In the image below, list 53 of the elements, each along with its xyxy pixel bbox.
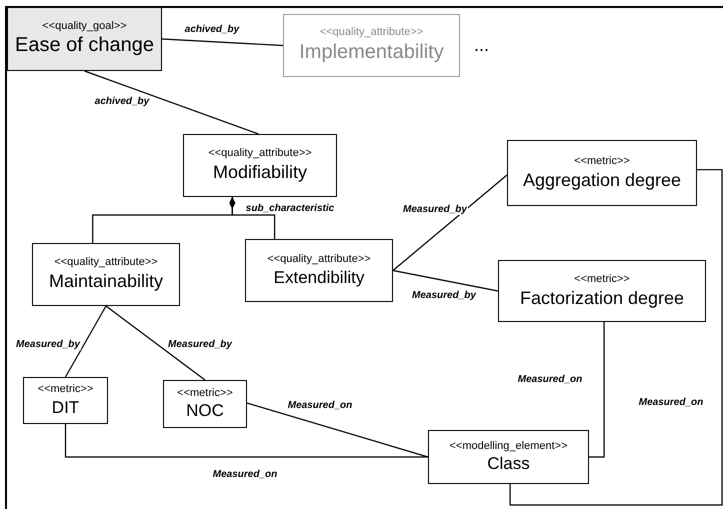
edge-label: Measured_by xyxy=(167,340,233,350)
edge-label: sub_characteristic xyxy=(244,204,336,214)
connector-line xyxy=(162,38,284,46)
class-box xyxy=(163,380,247,428)
class-box xyxy=(23,377,108,424)
connector-line xyxy=(392,270,498,292)
edge-label: Measured_by xyxy=(402,205,468,215)
class-box xyxy=(507,140,697,206)
class-name: Maintainability xyxy=(48,270,164,293)
class-name: Factorization degree xyxy=(520,286,684,310)
stereotype-text: <<quality_goal>> xyxy=(42,20,127,34)
class-name: Ease of change xyxy=(15,33,154,58)
stereotype-text: <<metric>> xyxy=(574,154,630,169)
stereotype-text: <<quality_attribute>> xyxy=(54,256,158,270)
connector-line xyxy=(64,424,428,458)
edge-label: achived_by xyxy=(94,97,150,107)
connector-line xyxy=(589,322,605,458)
class-box xyxy=(428,430,589,484)
class-name: Class xyxy=(487,453,530,474)
class-name: NOC xyxy=(186,400,224,422)
class-box xyxy=(498,260,706,322)
stereotype-text: <<metric>> xyxy=(38,383,94,397)
class-box xyxy=(32,243,180,306)
class-box xyxy=(183,134,337,197)
connector-line xyxy=(246,402,428,458)
edge-label: Measured_on xyxy=(212,470,278,480)
edge-label: Measured_on xyxy=(286,401,354,411)
edge-label: Measured_by xyxy=(15,340,81,350)
connector-line xyxy=(84,70,259,135)
connector-line xyxy=(392,174,508,271)
connector-line xyxy=(106,306,206,380)
edge-label: Measured_on xyxy=(638,398,704,408)
connector-line xyxy=(510,169,723,506)
stereotype-text: <<quality_attribute>> xyxy=(208,147,312,162)
edge-label: Measured_on xyxy=(516,375,584,385)
class-box xyxy=(283,14,460,77)
class-name: Implementability xyxy=(299,40,444,65)
stereotype-text: <<metric>> xyxy=(177,386,233,400)
stereotype-text: <<quality_attribute>> xyxy=(320,26,424,40)
edge-label: achived_by xyxy=(184,25,240,35)
connector-line xyxy=(64,306,107,378)
class-name: Extendibility xyxy=(274,266,364,288)
class-name: DIT xyxy=(52,396,80,418)
class-name: Modifiability xyxy=(212,161,308,184)
ellipsis-text: ... xyxy=(474,36,490,54)
class-box xyxy=(7,7,162,71)
composition-connector xyxy=(229,197,276,239)
stereotype-text: <<metric>> xyxy=(574,272,630,287)
class-box xyxy=(245,239,393,302)
edge-label: Measured_by xyxy=(411,291,477,301)
stereotype-text: <<quality_attribute>> xyxy=(267,253,371,267)
stereotype-text: <<modelling_element>> xyxy=(449,440,568,454)
class-name: Aggregation degree xyxy=(522,168,682,192)
